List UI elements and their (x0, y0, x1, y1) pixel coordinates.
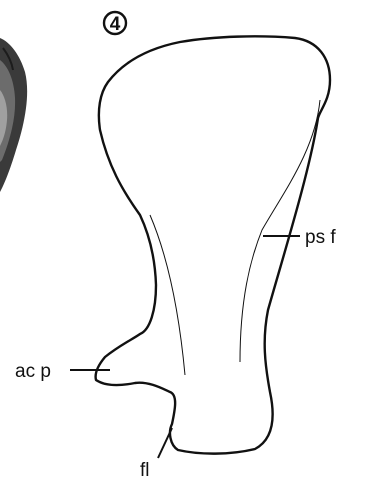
ac-p-label: ac p (15, 361, 51, 382)
bone-outline (96, 36, 330, 453)
fl-label: fl (140, 460, 150, 481)
fl-leader-line (158, 428, 172, 458)
adjacent-bone-photo (0, 38, 27, 192)
panel-number: 4 (110, 14, 121, 35)
ps-f-label: ps f (305, 227, 336, 248)
panel-number-badge: 4 (104, 12, 126, 35)
